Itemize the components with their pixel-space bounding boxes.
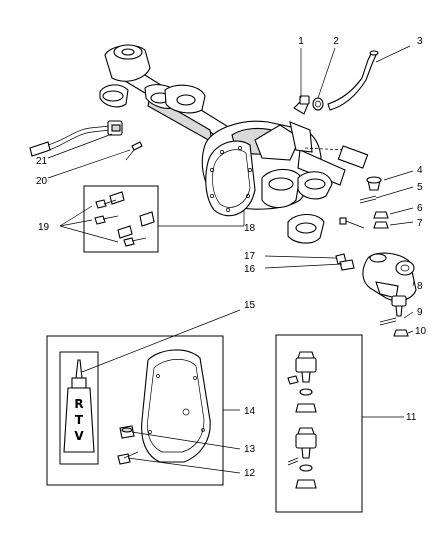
callout-20: 20: [36, 176, 48, 187]
callout-13: 13: [244, 444, 256, 455]
callout-12: 12: [244, 468, 256, 479]
fill-plug: [119, 425, 135, 439]
callout-1: 1: [298, 36, 304, 47]
axle-housing: [99, 44, 369, 244]
differential-cover: [141, 349, 211, 463]
sensor-screw: [125, 141, 143, 161]
callout-labels: 1 2 3 4 5 6 7 8 9 10 11 12 13 14 15 16 1…: [36, 36, 427, 479]
axle-sensor: [29, 120, 123, 157]
cover-kit-box: [46, 335, 224, 486]
callout-11: 11: [406, 412, 417, 423]
callout-16: 16: [244, 264, 256, 275]
callout-19: 19: [38, 222, 50, 233]
castle-nut-upper: [373, 211, 389, 219]
callout-10: 10: [415, 326, 427, 337]
rtv-letter-v: V: [74, 429, 84, 443]
callout-17: 17: [244, 251, 256, 262]
vent-clamp: [312, 97, 324, 111]
tie-rod-bolt: [339, 217, 365, 229]
callout-14: 14: [244, 406, 256, 417]
upper-nut: [373, 221, 389, 229]
bolt-kit-box: [83, 185, 159, 253]
callout-5: 5: [417, 182, 423, 193]
knuckle-nut: [339, 259, 355, 271]
leader-lines: [47, 45, 415, 474]
callout-2: 2: [333, 36, 339, 47]
callout-18: 18: [244, 223, 256, 234]
callout-21: 21: [36, 156, 48, 167]
rtv-sealant-tube: R T V: [59, 351, 99, 465]
rtv-letter-r: R: [74, 397, 83, 411]
callout-8: 8: [417, 281, 423, 292]
callout-3: 3: [417, 36, 423, 47]
cotter-pin-lower: [379, 317, 397, 326]
rtv-letter-t: T: [75, 413, 84, 427]
callout-7: 7: [417, 218, 423, 229]
steering-knuckle: [362, 252, 417, 302]
callout-15: 15: [244, 300, 256, 311]
cotter-pin-upper: [359, 195, 377, 204]
callout-6: 6: [417, 203, 423, 214]
cover-bolt: [117, 451, 139, 465]
castle-nut-lower: [393, 329, 409, 337]
breather-cap: [366, 176, 382, 191]
ball-joint-kit-box: [275, 334, 363, 513]
callout-4: 4: [417, 165, 423, 176]
vent-fitting: [293, 95, 310, 115]
vent-hose: [327, 50, 379, 111]
callout-9: 9: [417, 307, 423, 318]
lower-ball-joint: [391, 295, 407, 317]
